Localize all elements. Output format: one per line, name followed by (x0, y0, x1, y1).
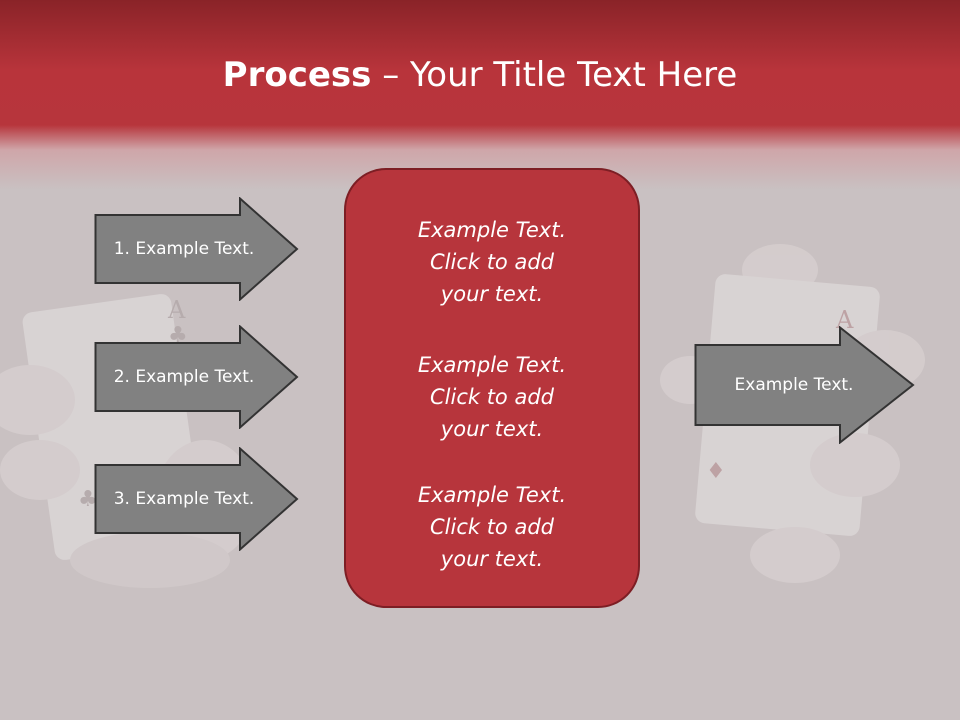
step-arrow-2[interactable]: 2. Example Text. (94, 325, 299, 429)
title-separator: – (371, 55, 411, 95)
step-label-3: 3. Example Text. (113, 489, 255, 509)
arrow-shape (694, 326, 915, 444)
arrow-shape (94, 325, 299, 429)
center-line: Click to add (429, 250, 554, 274)
center-line: your text. (440, 282, 544, 306)
output-label: Example Text. (734, 375, 854, 395)
title-rest: Your Title Text Here (410, 55, 738, 95)
center-line: Example Text. (417, 483, 567, 507)
center-line: your text. (440, 417, 544, 441)
step-arrow-1[interactable]: 1. Example Text. (94, 197, 299, 301)
center-text-block-3[interactable]: Example Text. Click to add your text. (346, 479, 638, 575)
title-banner (0, 0, 960, 190)
page-title: Process – Your Title Text Here (0, 52, 960, 98)
arrow-shape (94, 447, 299, 551)
process-center-box[interactable]: Example Text. Click to add your text. Ex… (344, 168, 640, 608)
center-line: Click to add (429, 515, 554, 539)
step-label-1: 1. Example Text. (113, 239, 255, 259)
step-label-2: 2. Example Text. (113, 367, 255, 387)
title-bold: Process (222, 55, 372, 95)
arrow-shape (94, 197, 299, 301)
svg-text:♣: ♣ (78, 487, 98, 512)
svg-text:♣: ♣ (168, 323, 188, 348)
center-line: Example Text. (417, 218, 567, 242)
center-line: Click to add (429, 385, 554, 409)
center-line: Example Text. (417, 353, 567, 377)
step-arrow-3[interactable]: 3. Example Text. (94, 447, 299, 551)
svg-text:♦: ♦ (706, 459, 726, 484)
center-line: your text. (440, 547, 544, 571)
center-text-block-1[interactable]: Example Text. Click to add your text. (346, 214, 638, 310)
svg-text:A: A (167, 296, 186, 324)
output-arrow[interactable]: Example Text. (694, 326, 916, 444)
center-text-block-2[interactable]: Example Text. Click to add your text. (346, 349, 638, 445)
